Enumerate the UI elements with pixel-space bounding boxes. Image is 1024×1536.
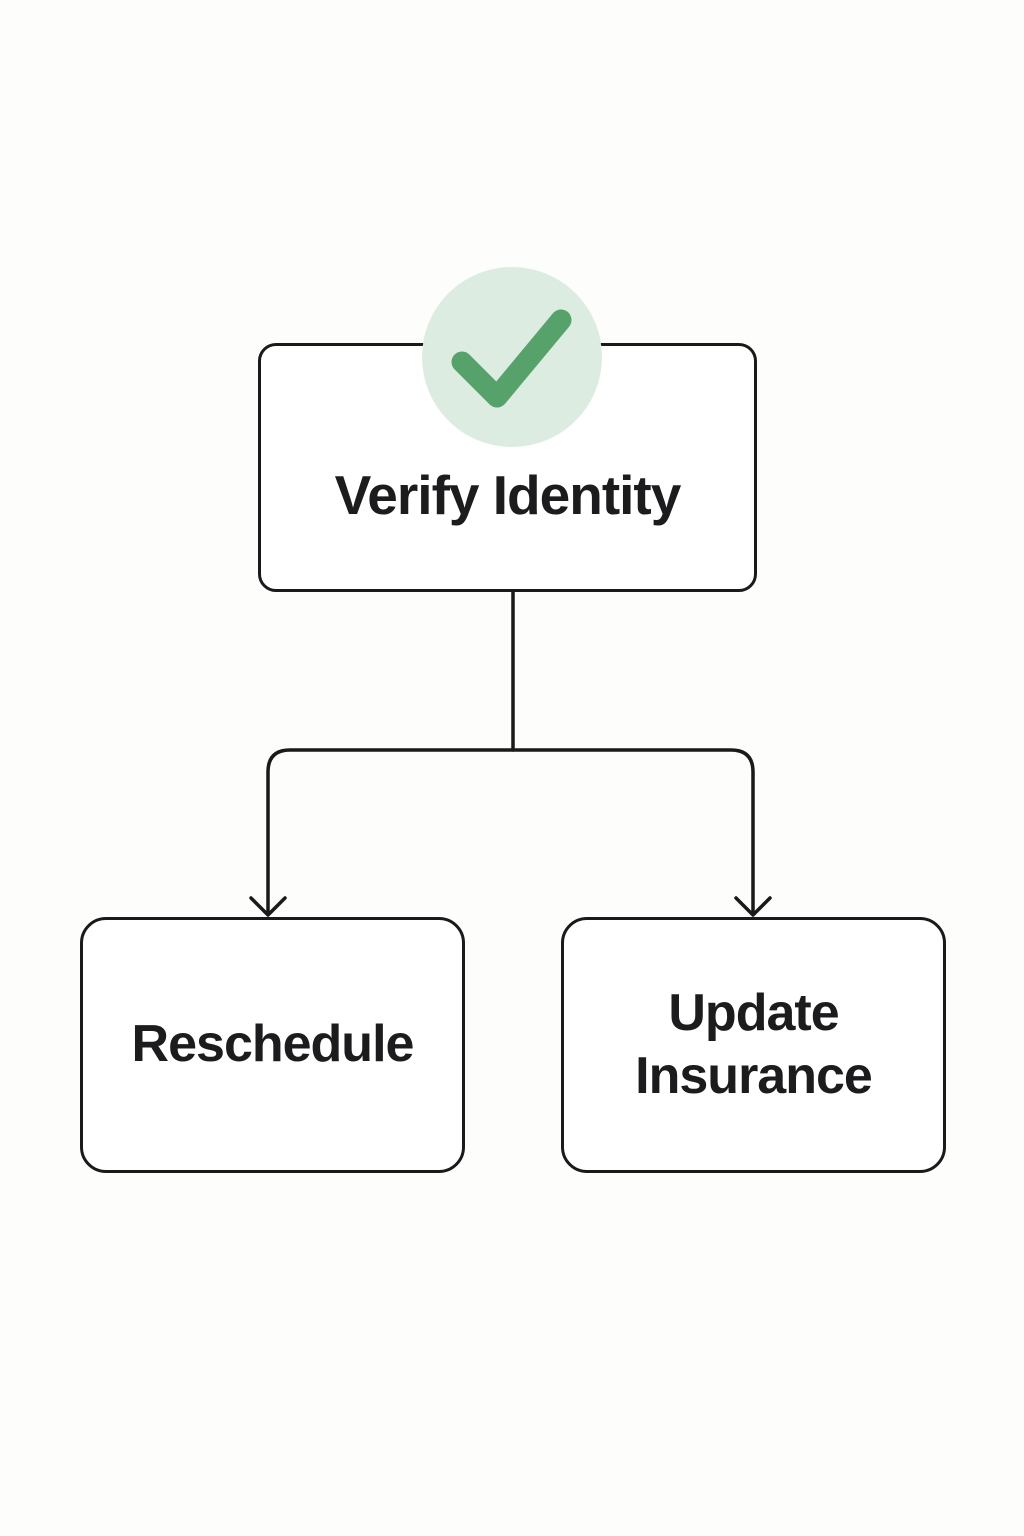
node-reschedule: Reschedule — [80, 917, 465, 1173]
connector-group — [249, 590, 772, 917]
node-reschedule-label: Reschedule — [131, 1015, 415, 1074]
checkmark-icon — [422, 267, 602, 447]
checkmark-circle — [422, 267, 602, 447]
checkmark-badge — [422, 267, 602, 447]
node-verify-identity-label: Verify Identity — [334, 463, 682, 526]
checkmark-stroke — [451, 309, 572, 408]
arrowhead-left-icon — [249, 896, 287, 917]
node-update-insurance: Update Insurance — [561, 917, 946, 1173]
node-update-insurance-label: Update Insurance — [635, 983, 873, 1105]
connector-branch — [266, 748, 755, 916]
arrowhead-right-icon — [734, 896, 772, 917]
